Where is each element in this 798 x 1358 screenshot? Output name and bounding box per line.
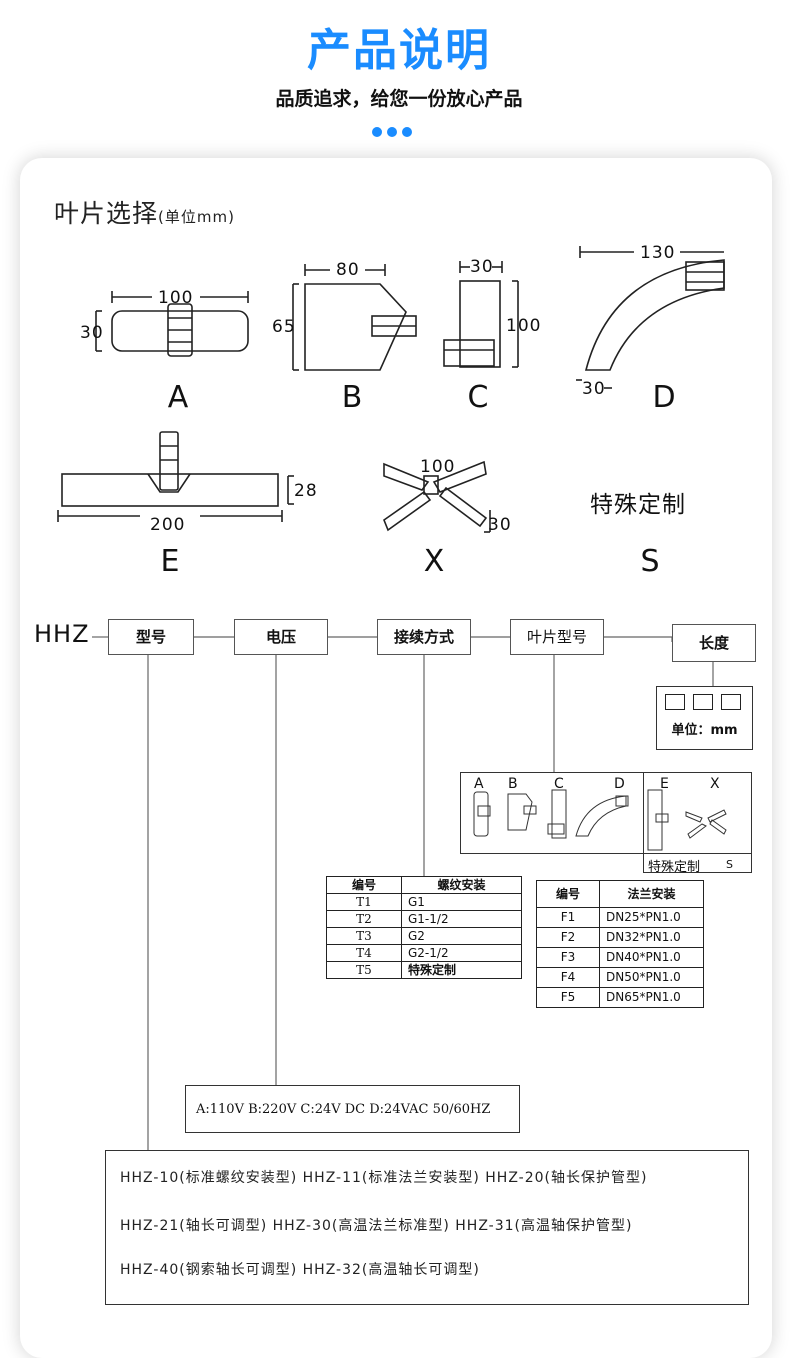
length-unit-box: 单位：mm [656, 686, 753, 750]
special-custom-text: 特殊定制 [590, 492, 686, 518]
page-subtitle: 品质追求，给您一份放心产品 [275, 88, 523, 110]
model-list-line: HHZ-40(钢索轴长可调型) HHZ-32(高温轴长可调型) [120, 1262, 480, 1278]
blade-x-drawing [383, 460, 491, 533]
thumb-label-c: C [554, 776, 564, 792]
thumb-label-d: D [614, 776, 625, 792]
blade-d-label: D [652, 380, 676, 415]
dim-d-width: 130 [640, 243, 675, 263]
blade-d-drawing [576, 246, 725, 389]
length-unit-text: 单位：mm [671, 723, 738, 738]
dim-e-width: 200 [150, 515, 185, 535]
thumb-label-b: B [508, 776, 518, 792]
blade-c-drawing [443, 261, 519, 368]
code-field-model: 型号 [108, 619, 194, 655]
content-card [20, 158, 772, 1358]
thumb-special-code: S [726, 858, 733, 871]
blade-b-label: B [341, 380, 363, 415]
dim-x-height: 30 [488, 515, 512, 535]
blade-thumbnails [473, 789, 727, 851]
dim-c-height: 100 [506, 316, 541, 336]
code-field-length: 长度 [672, 624, 756, 662]
model-list-line: HHZ-21(轴长可调型) HHZ-30(高温法兰标准型) HHZ-31(高温轴… [120, 1218, 633, 1234]
blade-b-drawing [292, 264, 417, 371]
model-list: HHZ-10(标准螺纹安装型) HHZ-11(标准法兰安装型) HHZ-20(轴… [105, 1150, 749, 1305]
thumb-label-x: X [710, 776, 720, 792]
blade-c-label: C [467, 380, 489, 415]
dim-a-width: 100 [158, 288, 193, 308]
model-prefix: HHZ [34, 620, 90, 648]
code-field-voltage: 电压 [234, 619, 328, 655]
code-connector-lines [92, 636, 714, 1150]
blade-x-label: X [423, 544, 445, 579]
blade-selection-title: 叶片选择(单位mm) [54, 199, 235, 228]
blade-drawings: 100 30 80 65 30 100 130 30 200 28 100 30 [57, 243, 725, 535]
thumb-special-label: 特殊定制 [648, 860, 701, 875]
code-field-blade: 叶片型号 [510, 619, 604, 655]
blade-a-drawing [95, 291, 249, 357]
code-field-connection: 接续方式 [377, 619, 471, 655]
blade-e-drawing [57, 431, 294, 522]
flange-table-header-install: 法兰安装 [599, 880, 704, 908]
thread-table-header-install: 螺纹安装 [401, 876, 522, 894]
dim-b-height: 65 [272, 317, 296, 337]
thread-table-header-code: 编号 [326, 876, 402, 894]
blade-s-label: S [640, 544, 660, 579]
dim-c-width: 30 [470, 257, 494, 277]
blade-special-box [643, 772, 752, 873]
dim-x-width: 100 [420, 457, 455, 477]
dim-a-height: 30 [80, 323, 104, 343]
thumb-label-a: A [474, 776, 484, 792]
page-title: 产品说明 [307, 25, 491, 76]
dim-b-width: 80 [336, 260, 360, 280]
thumb-label-e: E [660, 776, 669, 792]
blade-a-label: A [167, 380, 189, 415]
voltage-options: A:110V B:220V C:24V DC D:24VAC 50/60HZ [185, 1085, 520, 1133]
flange-table-header-code: 编号 [536, 880, 600, 908]
blade-e-label: E [160, 544, 180, 579]
dim-d-height: 30 [582, 379, 606, 399]
dim-e-height: 28 [294, 481, 318, 501]
model-list-line: HHZ-10(标准螺纹安装型) HHZ-11(标准法兰安装型) HHZ-20(轴… [120, 1170, 648, 1186]
decorative-dots [372, 122, 432, 137]
